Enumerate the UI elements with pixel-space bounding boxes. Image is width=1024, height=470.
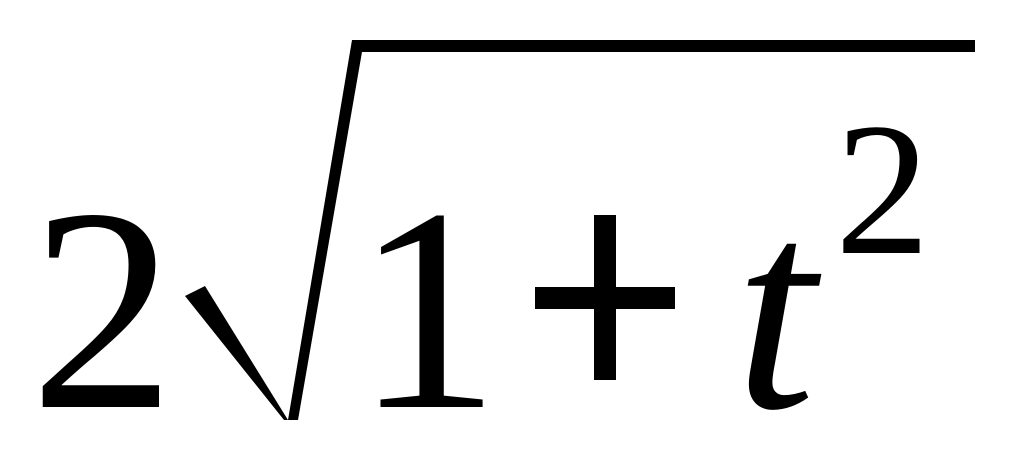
- coefficient: 2: [30, 149, 175, 470]
- plus-sign: [535, 215, 675, 380]
- radicand-constant: 1: [355, 149, 500, 470]
- exponent: 2: [835, 85, 930, 295]
- variable-t: t: [735, 149, 816, 470]
